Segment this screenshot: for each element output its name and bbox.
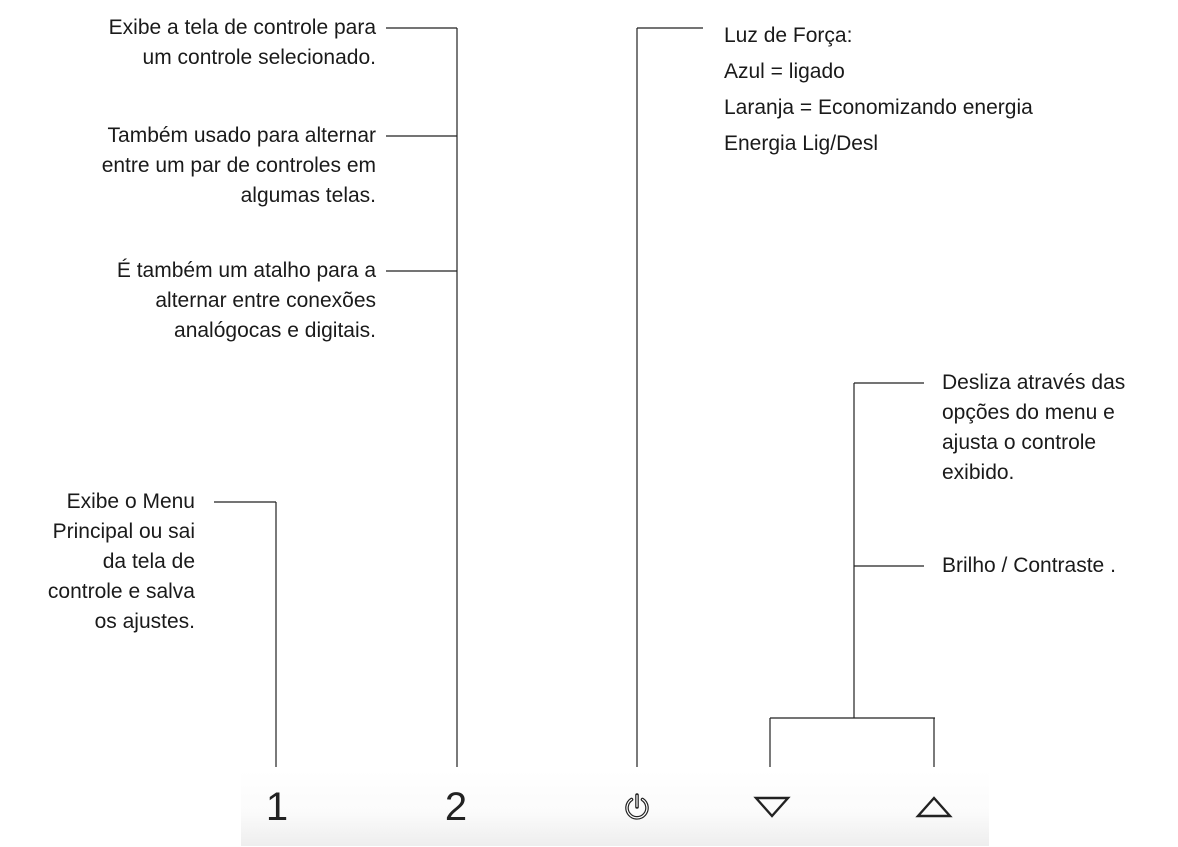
callout-brightness: Brilho / Contraste . [942,551,1116,581]
button-1-label: 1 [265,784,289,829]
button-strip [241,770,989,846]
callout-text-line: Principal ou sai [52,520,195,543]
callout-text-line: Brilho / Contraste . [942,554,1116,577]
power-icon [625,793,649,820]
callout-text-line: analógocas e digitais. [174,319,376,342]
callout-text-line: da tela de [102,550,195,573]
button-1[interactable]: 1 [248,782,306,832]
callout-text-line: exibido. [942,461,1015,484]
callout-text-line: Exibe a tela de controle para [108,16,376,39]
callout-shortcut-connections: É também um atalho para a alternar entre… [117,256,376,346]
callout-text-line: ajusta o controle [942,431,1097,454]
triangle-down-icon [753,796,791,818]
callout-scroll-menu: Desliza através das opções do menu e aju… [942,368,1125,488]
callout-text-line: Exibe o Menu [66,490,195,513]
callout-text-line: algumas telas. [240,184,376,207]
callout-text-line: um controle selecionado. [142,46,376,69]
callout-control-screen: Exibe a tela de controle para um control… [109,13,376,73]
up-button[interactable] [912,782,956,832]
callout-text-line: os ajustes. [94,610,195,633]
callout-toggle-pair: Também usado para alternar entre um par … [102,121,376,211]
callout-text-line: alternar entre conexões [155,289,376,312]
button-2[interactable]: 2 [427,782,485,832]
callout-text-line: É também um atalho para a [116,259,376,282]
callout-text-line: Laranja = Economizando energia [724,96,1033,119]
callout-text-line: Luz de Força: [724,24,853,47]
callout-text-line: Também usado para alternar [107,124,376,147]
callout-text-line: entre um par de controles em [101,154,376,177]
callout-text-line: Azul = ligado [724,60,845,83]
power-button[interactable] [614,782,660,832]
callout-text-line: opções do menu e [942,401,1115,424]
callout-power-light: Luz de Força: Azul = ligado Laranja = Ec… [724,18,1033,162]
callout-text-line: controle e salva [47,580,195,603]
callout-main-menu: Exibe o Menu Principal ou sai da tela de… [48,487,195,637]
down-button[interactable] [750,782,794,832]
button-2-label: 2 [444,784,468,829]
triangle-up-icon [915,796,953,818]
callout-text-line: Desliza através das [942,371,1126,394]
callout-text-line: Energia Lig/Desl [724,132,879,155]
